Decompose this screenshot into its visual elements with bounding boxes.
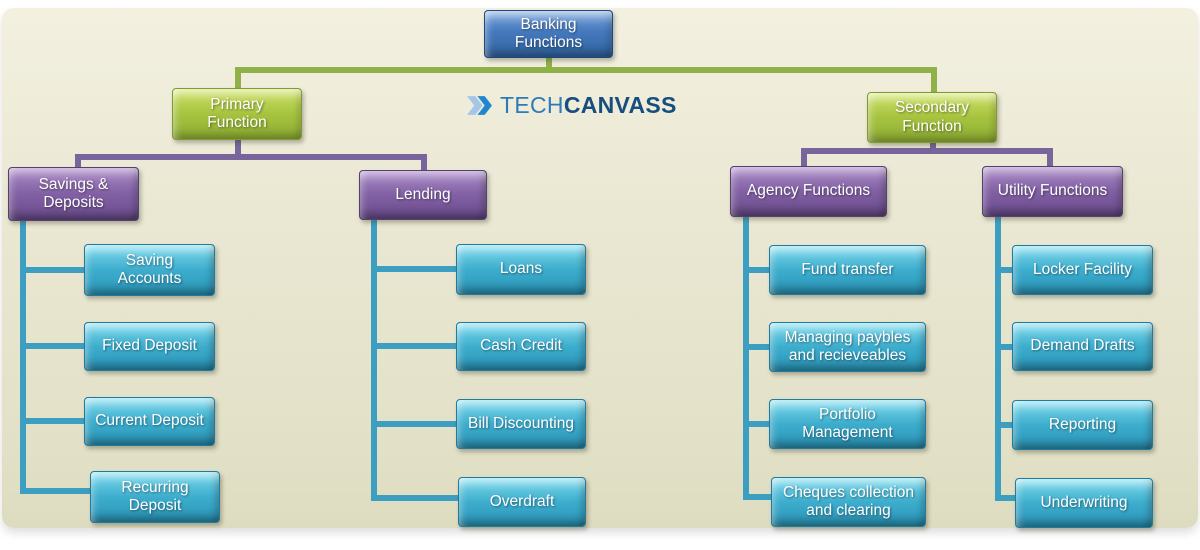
connector-agency-stub-2	[743, 344, 769, 350]
connector-savings-stub-4	[20, 488, 90, 494]
connector-utility-stub-4	[995, 495, 1015, 501]
techcanvass-logo: TECHCANVASS	[466, 92, 677, 119]
connector-agency-stub-1	[743, 267, 769, 273]
node-portfolio-management: Portfolio Management	[769, 399, 926, 449]
node-savings-deposits: Savings & Deposits	[8, 167, 139, 221]
connector-savings-stub-3	[20, 418, 84, 424]
node-banking-functions: Banking Functions	[484, 10, 613, 58]
connector-lending-stub-1	[371, 266, 456, 272]
logo-text-tech: TECH	[500, 92, 564, 118]
node-recurring-deposit: Recurring Deposit	[90, 471, 220, 523]
connector-lending-stub-4	[371, 495, 458, 501]
connector-secondary-stem	[930, 141, 936, 151]
connector-primary-stem	[235, 139, 241, 157]
node-current-deposit: Current Deposit	[84, 397, 215, 446]
node-managing-paybles: Managing paybles and recieveables	[769, 322, 926, 372]
node-locker-facility: Locker Facility	[1012, 245, 1153, 295]
node-overdraft: Overdraft	[458, 477, 586, 527]
connector-root-stem	[546, 57, 552, 72]
connector-secondary-to-agency	[801, 148, 807, 168]
node-reporting: Reporting	[1012, 400, 1153, 450]
connector-secondary-horizontal	[801, 148, 1053, 154]
logo-wordmark: TECHCANVASS	[500, 92, 677, 119]
node-demand-drafts: Demand Drafts	[1012, 322, 1153, 371]
connector-agency-stub-3	[743, 421, 769, 427]
connector-primary-to-savings	[75, 154, 81, 169]
node-saving-accounts: Saving Accounts	[84, 244, 215, 296]
node-loans: Loans	[456, 244, 586, 295]
connector-primary-to-lending	[421, 154, 427, 172]
logo-text-canvass: CANVASS	[563, 92, 677, 118]
connector-utility-stub-1	[995, 267, 1012, 273]
node-cash-credit: Cash Credit	[456, 322, 586, 371]
connector-utility-stub-3	[995, 422, 1012, 428]
connector-primary-horizontal	[75, 154, 427, 160]
connector-savings-stub-2	[20, 343, 84, 349]
connector-savings-stub-1	[20, 267, 84, 273]
node-agency-functions: Agency Functions	[730, 166, 887, 217]
connector-root-to-secondary	[931, 67, 937, 94]
connector-utility-stub-2	[995, 344, 1012, 350]
node-bill-discounting: Bill Discounting	[456, 399, 586, 449]
node-fixed-deposit: Fixed Deposit	[84, 322, 215, 371]
node-secondary-function: Secondary Function	[867, 92, 997, 143]
node-fund-transfer: Fund transfer	[769, 245, 926, 295]
connector-lending-trunk	[371, 220, 377, 501]
node-utility-functions: Utility Functions	[982, 166, 1123, 217]
connector-root-horizontal	[235, 67, 937, 73]
connector-utility-trunk	[995, 217, 1001, 501]
node-primary-function: Primary Function	[172, 88, 302, 140]
node-cheques-collection: Cheques collection and clearing	[771, 477, 926, 527]
connector-agency-trunk	[743, 217, 749, 500]
node-lending: Lending	[359, 170, 487, 220]
connector-secondary-to-utility	[1047, 148, 1053, 168]
connector-lending-stub-2	[371, 343, 456, 349]
connector-lending-stub-3	[371, 421, 456, 427]
connector-root-to-primary	[235, 67, 241, 90]
connector-savings-trunk	[20, 219, 26, 494]
logo-double-chevron-icon	[467, 96, 492, 115]
node-underwriting: Underwriting	[1015, 478, 1153, 528]
connector-agency-stub-4	[743, 494, 771, 500]
